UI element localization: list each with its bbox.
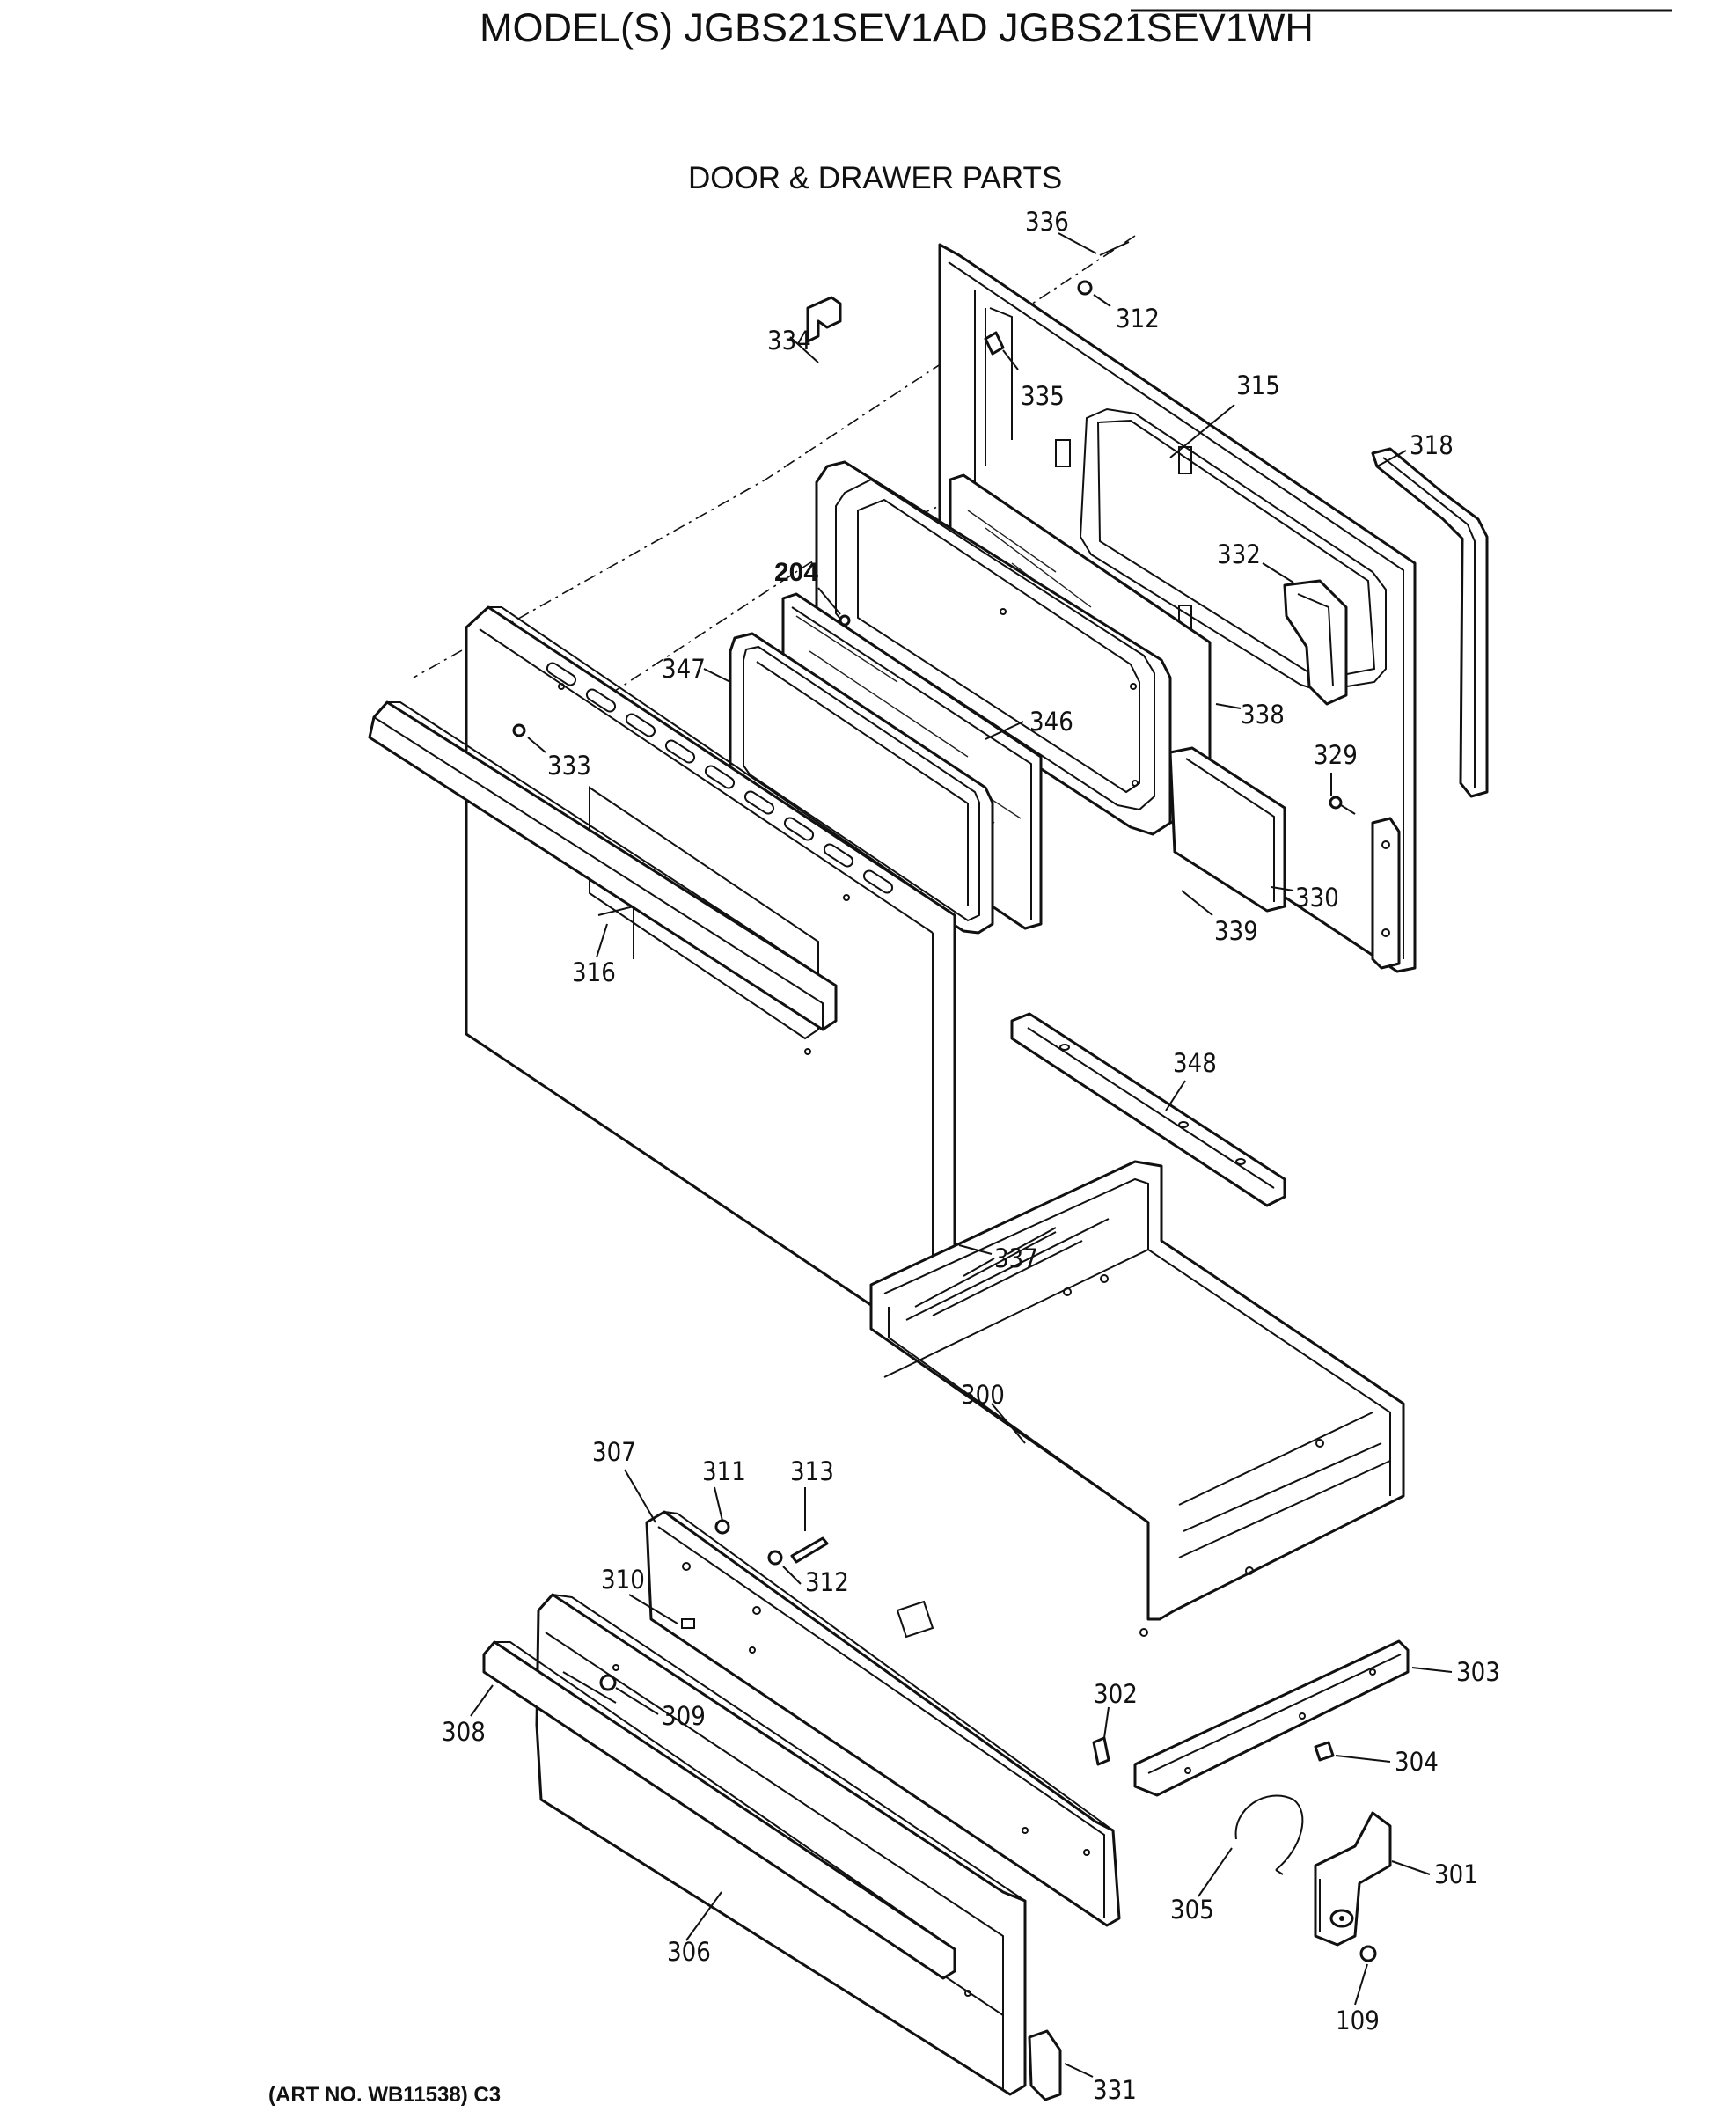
- drawer-front-inner: [645, 1510, 1121, 1927]
- label-339: 339: [1214, 916, 1258, 946]
- label-316: 316: [572, 957, 616, 987]
- drawer-rail: [1133, 1639, 1410, 1797]
- label-306: 306: [667, 1937, 711, 1967]
- door-handle: [368, 700, 838, 1031]
- label-348: 348: [1173, 1048, 1217, 1078]
- drawer-body: [869, 1160, 1405, 1639]
- insulation-block: [1283, 579, 1348, 706]
- art-number: (ART NO. WB11538) C3: [268, 2083, 502, 2107]
- label-333: 333: [547, 751, 591, 781]
- label-309: 309: [662, 1701, 706, 1731]
- label-300: 300: [961, 1380, 1005, 1410]
- label-337: 337: [994, 1243, 1038, 1273]
- label-334: 334: [767, 326, 811, 356]
- door-side-trim: [1371, 447, 1489, 798]
- label-301: 301: [1434, 1859, 1478, 1889]
- label-331: 331: [1093, 2075, 1137, 2105]
- screw-329: [1329, 796, 1356, 815]
- door-support-bar: [1010, 1012, 1286, 1207]
- door-hardware: [512, 241, 1130, 737]
- label-310: 310: [601, 1565, 645, 1595]
- label-302: 302: [1094, 1679, 1138, 1709]
- label-109: 109: [1336, 2006, 1380, 2035]
- label-346: 346: [1029, 707, 1073, 737]
- drawer-roller-bracket: [1314, 1811, 1392, 1962]
- drawer-hardware: [599, 1519, 1110, 2101]
- label-330: 330: [1295, 883, 1339, 913]
- window-frame-346: [815, 460, 1172, 836]
- hinge-bracket: [1371, 817, 1401, 970]
- label-204: 204: [774, 558, 818, 587]
- leader-lines: [470, 232, 1453, 2078]
- lower-insulation-panel: [1168, 746, 1286, 913]
- label-312-door: 312: [1116, 304, 1160, 334]
- model-title: MODEL(S) JGBS21SEV1AD JGBS21SEV1WH: [480, 5, 1314, 50]
- label-312-drawer: 312: [805, 1567, 849, 1597]
- door-gasket: [729, 632, 994, 935]
- rail-stop: [1314, 1741, 1335, 1762]
- label-305: 305: [1170, 1895, 1214, 1925]
- label-347: 347: [662, 654, 706, 684]
- label-303: 303: [1456, 1657, 1500, 1687]
- label-313: 313: [790, 1456, 834, 1486]
- label-318: 318: [1410, 430, 1454, 460]
- label-307: 307: [592, 1437, 636, 1467]
- label-308: 308: [442, 1717, 486, 1747]
- label-304: 304: [1395, 1747, 1439, 1777]
- label-311: 311: [702, 1456, 746, 1486]
- drawer-handle: [482, 1640, 956, 1980]
- label-338: 338: [1241, 700, 1285, 730]
- diagram-title: DOOR & DRAWER PARTS: [688, 161, 1063, 195]
- wire-spring: [1234, 1794, 1304, 1875]
- label-315: 315: [1236, 370, 1280, 400]
- label-336: 336: [1025, 207, 1069, 237]
- label-329: 329: [1314, 740, 1358, 770]
- label-332: 332: [1217, 539, 1261, 569]
- label-335: 335: [1021, 381, 1065, 411]
